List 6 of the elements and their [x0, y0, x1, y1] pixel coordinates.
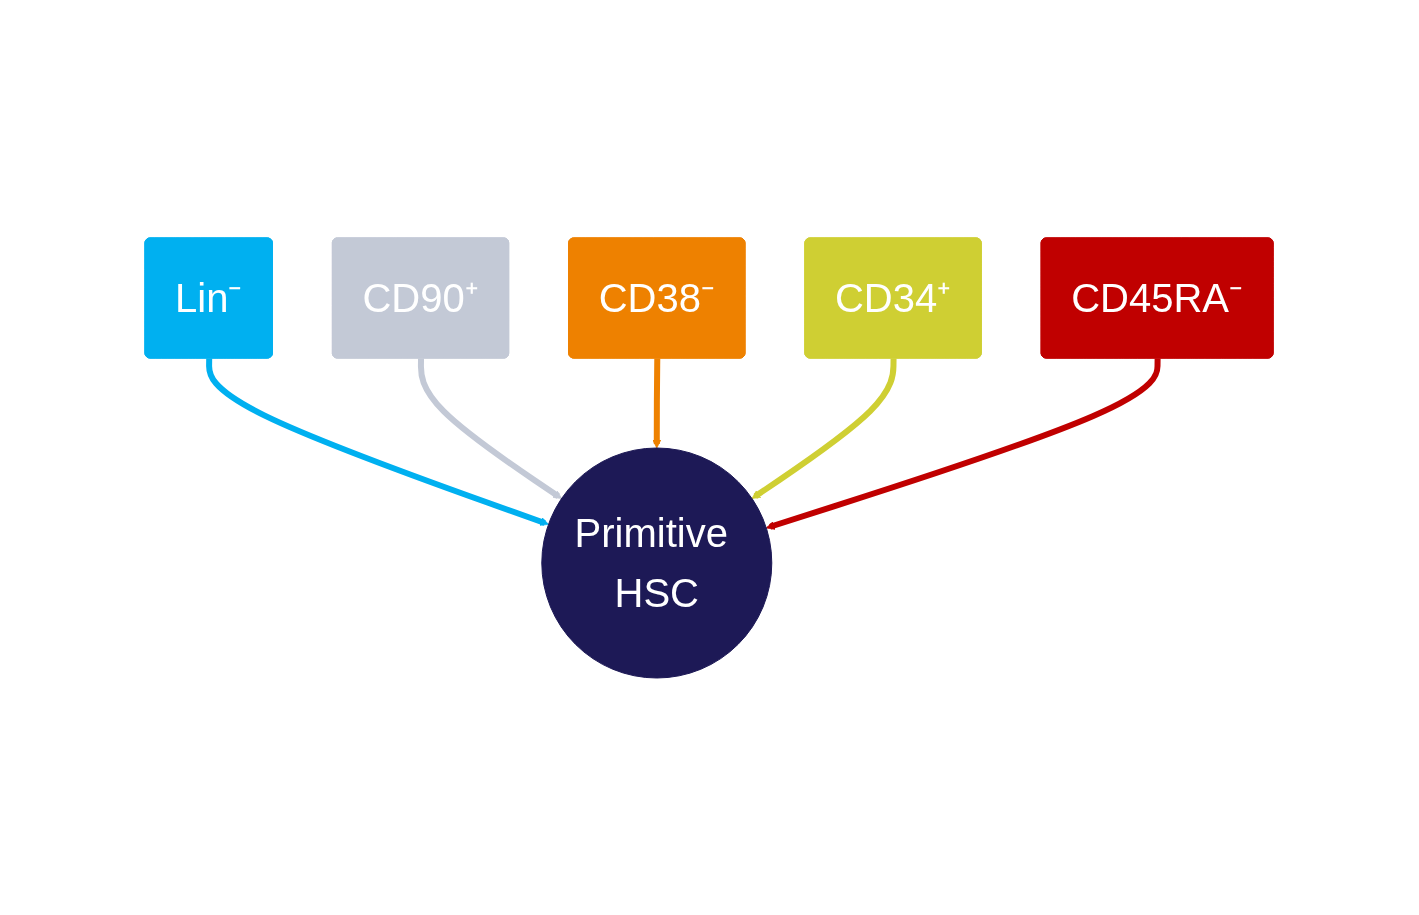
arrow [652, 357, 662, 448]
arrow [766, 357, 1162, 530]
arrow [752, 357, 898, 499]
arrow [206, 357, 550, 526]
arrow [418, 357, 563, 499]
node-circle: Primitive HSC [541, 447, 773, 678]
